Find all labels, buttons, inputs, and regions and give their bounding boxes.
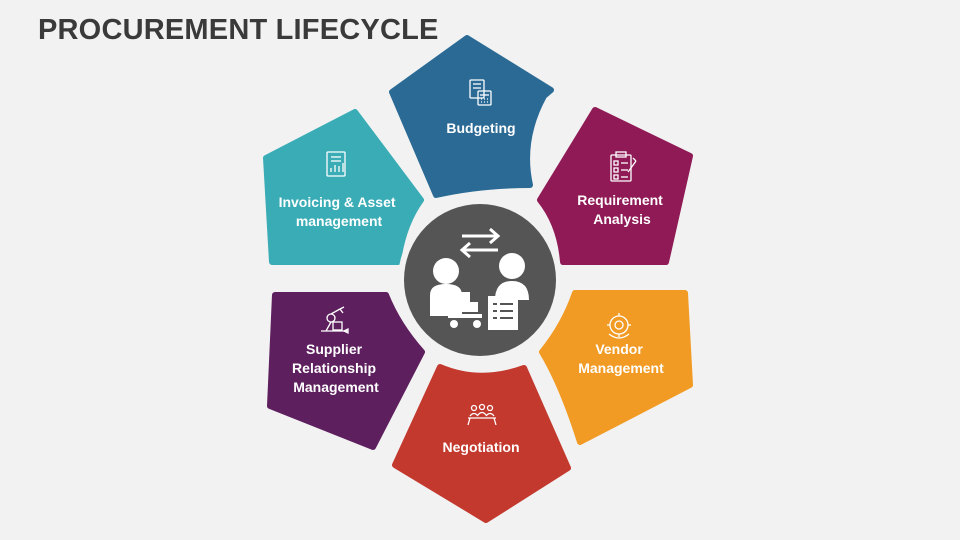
segment-label-requirement-analysis: Requirement Analysis <box>577 192 666 227</box>
segment-label-invoicing-asset-management: Invoicing & Asset management <box>279 194 400 229</box>
robotic-arm-box-icon <box>321 306 349 335</box>
procurement-exchange-icon <box>459 227 501 259</box>
calculator-document-icon <box>469 79 492 106</box>
document-list-icon <box>488 296 518 330</box>
page-title: PROCUREMENT LIFECYCLE <box>38 14 439 46</box>
segment-requirement-analysis[interactable] <box>537 107 693 265</box>
gear-handshake-icon <box>607 313 631 339</box>
center-hub <box>398 198 562 362</box>
meeting-table-icon <box>467 403 497 426</box>
checklist-clipboard-icon <box>610 151 637 182</box>
segment-label-vendor-management: Vendor Management <box>578 341 664 376</box>
segment-shape <box>537 107 693 265</box>
segment-shape <box>267 292 425 450</box>
person-right-icon <box>495 253 529 300</box>
segment-invoicing-asset-management[interactable] <box>263 109 424 265</box>
segment-negotiation[interactable] <box>392 364 571 523</box>
segment-label-negotiation: Negotiation <box>443 439 520 455</box>
segment-shape <box>392 364 571 523</box>
invoice-chart-icon <box>326 151 346 177</box>
segment-shape <box>539 290 693 445</box>
segment-label-budgeting: Budgeting <box>446 120 515 136</box>
segment-shape <box>389 35 554 198</box>
segment-vendor-management[interactable] <box>539 290 693 445</box>
segment-budgeting[interactable] <box>389 35 554 198</box>
center-circle <box>404 204 556 356</box>
segment-supplier-relationship-management[interactable] <box>267 292 425 450</box>
cart-boxes-icon <box>448 292 482 328</box>
segment-shape <box>263 109 424 265</box>
segment-label-supplier-relationship-management: Supplier Relationship Management <box>292 341 380 395</box>
